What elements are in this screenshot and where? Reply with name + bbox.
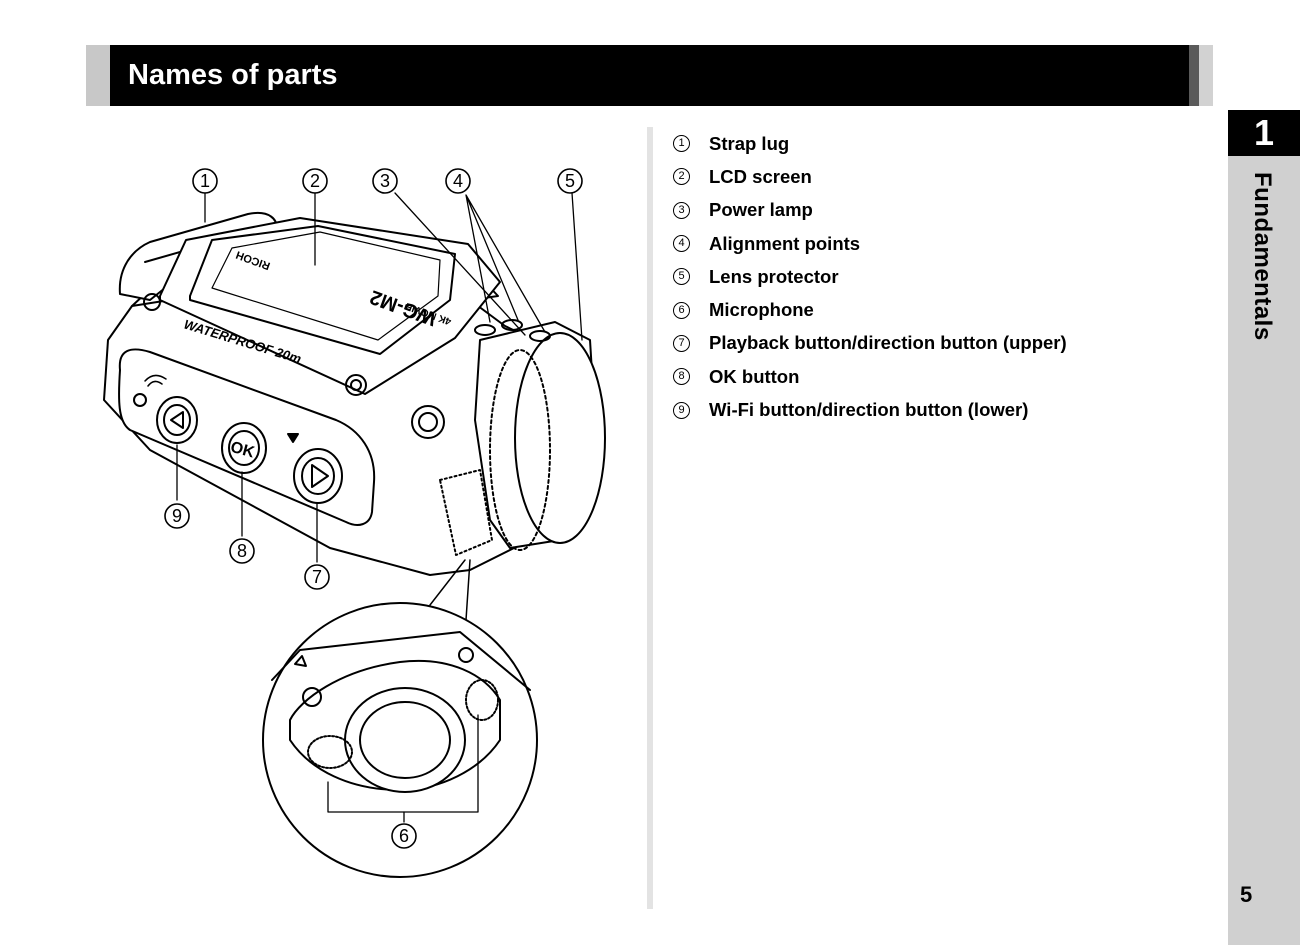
callout-5-text: 5 [565, 171, 575, 191]
title-bar-right-cap [1199, 45, 1213, 106]
inset-microphone-left [307, 735, 353, 769]
callout-3 [372, 168, 398, 194]
part-label: Wi-Fi button/direction button (lower) [709, 399, 1029, 421]
title-bar-right-accent [1189, 45, 1199, 106]
callout-9 [164, 503, 190, 529]
callout-4-text: 4 [453, 171, 463, 191]
lens-protector [514, 332, 606, 544]
part-number: 2 [673, 168, 690, 186]
screw-icon [345, 374, 367, 396]
part-label: OK button [709, 365, 800, 387]
parts-list: 1 Strap lug 2 LCD screen 3 Power lamp 4 Alig… [673, 127, 1067, 427]
callout-1-text: 1 [200, 171, 210, 191]
callout-6-text: 6 [399, 826, 409, 846]
list-item: 4 Alignment points [673, 227, 1067, 260]
part-number: 9 [673, 401, 690, 419]
part-number: 4 [673, 235, 690, 253]
part-label: Lens protector [709, 265, 839, 287]
callout-2-text: 2 [310, 171, 320, 191]
column-divider [647, 127, 653, 909]
callout-6 [391, 823, 417, 849]
part-number: 3 [673, 201, 690, 219]
callout-1 [192, 168, 218, 194]
part-number: 8 [673, 368, 690, 386]
ok-label: OK [229, 439, 257, 462]
callout-7-text: 7 [312, 567, 322, 587]
callout-9-text: 9 [172, 506, 182, 526]
lcd-frame [159, 217, 501, 395]
section-title-bar: Names of parts [86, 45, 1213, 106]
playback-button-icon [293, 448, 343, 504]
callout-3-text: 3 [380, 171, 390, 191]
list-item: 7 Playback button/direction button (upper… [673, 327, 1067, 360]
chapter-name: Fundamentals [1249, 172, 1276, 341]
callout-4 [445, 168, 471, 194]
list-item: 6 Microphone [673, 293, 1067, 326]
list-item: 9 Wi-Fi button/direction button (lower) [673, 393, 1067, 426]
callout-5 [557, 168, 583, 194]
part-label: Alignment points [709, 232, 861, 254]
page-number: 5 [1240, 882, 1253, 907]
page-title: Names of parts [128, 59, 338, 91]
part-label: Power lamp [709, 199, 813, 221]
chapter-tab: 1 Fundamentals [1228, 110, 1300, 945]
list-item: 8 OK button [673, 360, 1067, 393]
list-item: 2 LCD screen [673, 160, 1067, 193]
tripod-knob-icon [411, 405, 445, 439]
callout-2 [302, 168, 328, 194]
part-number: 1 [673, 135, 690, 153]
wifi-button-icon [156, 396, 198, 444]
part-label: Playback button/direction button (upper) [709, 332, 1067, 354]
part-label: Strap lug [709, 132, 790, 154]
inset-microphone-right [465, 679, 499, 721]
play-mark-icon [287, 433, 299, 443]
callout-8 [229, 538, 255, 564]
camera-illustration: RICOH WG-M2 4K MOVIE WATERPROOF 20m OK 1… [103, 168, 606, 878]
list-item: 1 Strap lug [673, 127, 1067, 160]
part-label: Microphone [709, 299, 814, 321]
lcd-screen [189, 225, 456, 355]
callout-7 [304, 564, 330, 590]
part-number: 6 [673, 301, 690, 319]
chapter-number: 1 [1228, 110, 1300, 156]
strap-hole [133, 393, 147, 407]
screw-icon [143, 293, 161, 311]
inset-lens [344, 687, 466, 793]
part-number: 7 [673, 334, 690, 352]
part-label: LCD screen [709, 165, 812, 187]
list-item: 3 Power lamp [673, 194, 1067, 227]
title-bar-left-cap [86, 45, 110, 106]
callout-8-text: 8 [237, 541, 247, 561]
microphone-grille [439, 469, 493, 556]
list-item: 5 Lens protector [673, 260, 1067, 293]
part-number: 5 [673, 268, 690, 286]
